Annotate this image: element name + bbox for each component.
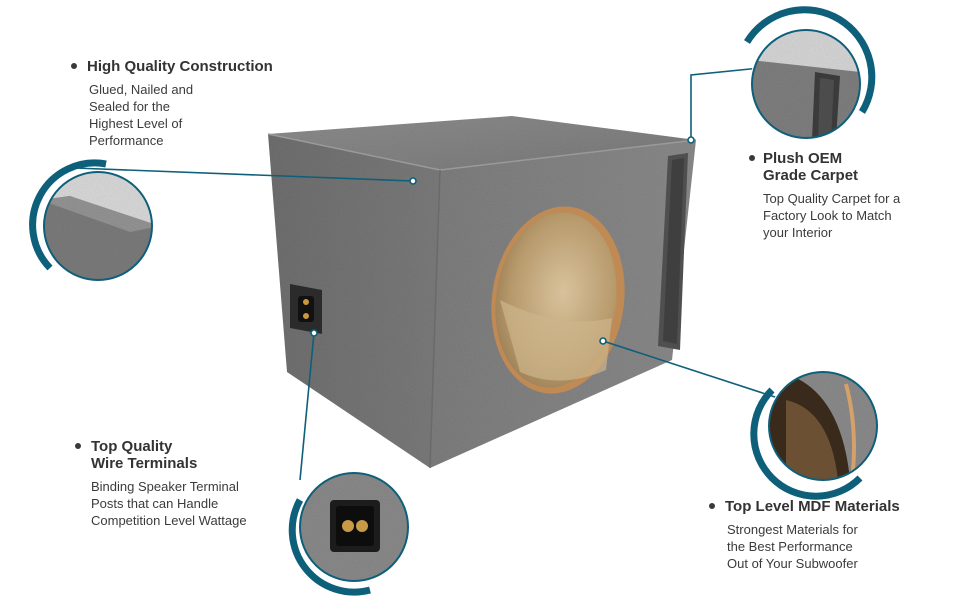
- feature-description: Strongest Materials for the Best Perform…: [727, 522, 858, 571]
- feature-description: Top Quality Carpet for a Factory Look to…: [763, 191, 901, 240]
- bullet-icon: [709, 503, 715, 509]
- terminal-plate: [290, 284, 322, 334]
- feature-title: Plush OEM Grade Carpet: [763, 150, 859, 184]
- feature-description: Glued, Nailed and Sealed for the Highest…: [89, 82, 194, 148]
- detail-circle-carpet: [744, 6, 876, 140]
- feature-construction: High Quality Construction Glued, Nailed …: [71, 58, 322, 149]
- box-body: [268, 116, 696, 468]
- bullet-icon: [75, 443, 81, 449]
- feature-title: Top Quality Wire Terminals: [91, 438, 198, 472]
- feature-carpet: Plush OEM Grade Carpet Top Quality Carpe…: [748, 150, 958, 241]
- feature-mdf: Top Level MDF Materials Strongest Materi…: [708, 498, 948, 572]
- feature-title: High Quality Construction: [87, 58, 273, 75]
- detail-circle-mdf: [750, 370, 879, 500]
- feature-terminals: Top Quality Wire Terminals Binding Speak…: [74, 438, 304, 529]
- detail-circle-construction: [29, 159, 154, 282]
- bullet-icon: [749, 155, 755, 161]
- feature-title: Top Level MDF Materials: [725, 498, 900, 515]
- bullet-icon: [71, 63, 77, 69]
- speaker-cutout: [491, 206, 625, 394]
- leader-lines: [74, 67, 779, 481]
- detail-circle-terminals: [288, 471, 410, 596]
- feature-description: Binding Speaker Terminal Posts that can …: [91, 479, 247, 528]
